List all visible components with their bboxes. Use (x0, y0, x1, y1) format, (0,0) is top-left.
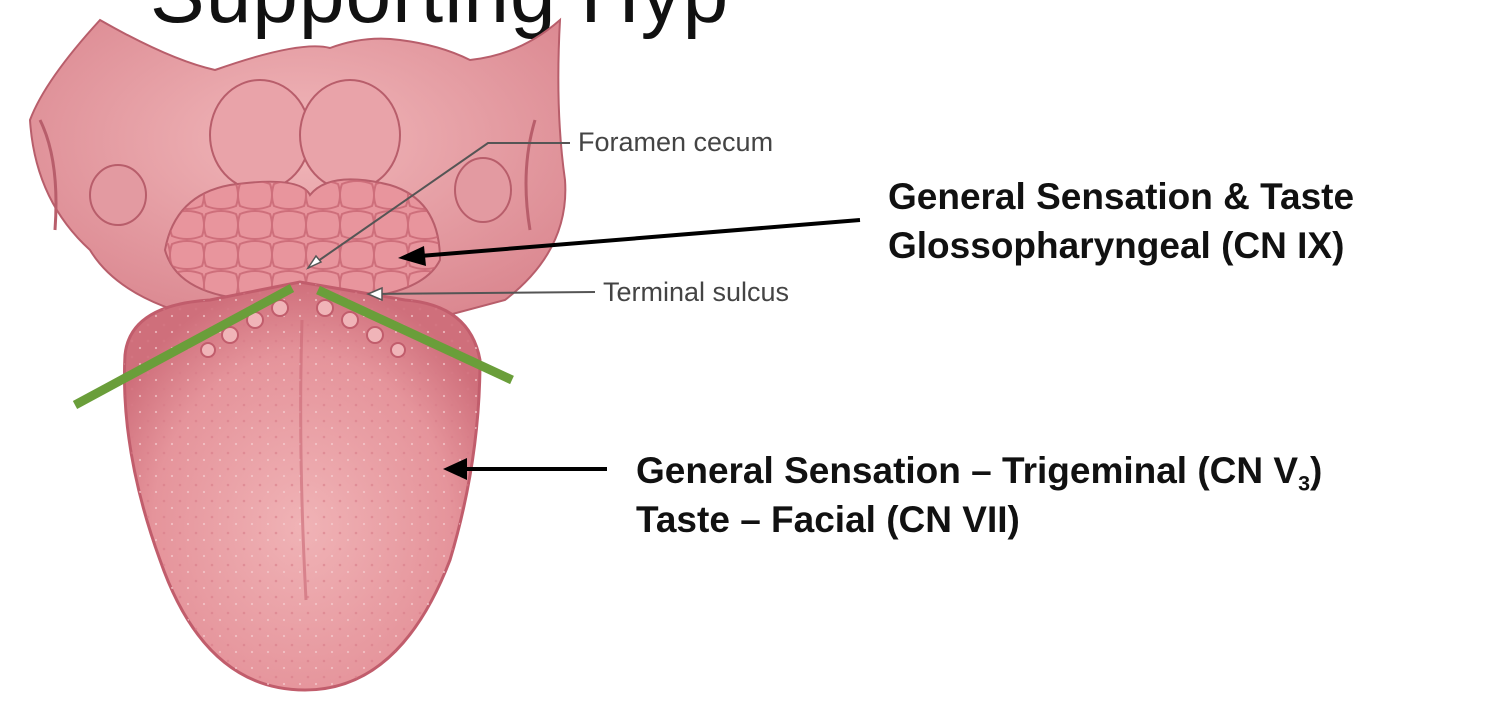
posterior-line-1: General Sensation & Taste (888, 176, 1355, 217)
anterior-line-2: Taste – Facial (CN VII) (636, 499, 1020, 540)
posterior-region-arrow (398, 218, 861, 266)
foramen-cecum-label: Foramen cecum (578, 127, 774, 157)
tongue-root (163, 178, 442, 306)
posterior-line-2: Glossopharyngeal (CN IX) (888, 225, 1345, 266)
anterior-line-1-prefix: General Sensation – Trigeminal (CN V (636, 450, 1299, 491)
anterior-region-arrow (443, 458, 607, 480)
posterior-innervation-label: General Sensation & Taste Glossopharynge… (888, 172, 1354, 270)
anterior-line-1-suffix: ) (1310, 450, 1323, 491)
anterior-line-1-subscript: 3 (1298, 471, 1311, 496)
terminal-sulcus-divider (72, 284, 514, 409)
tongue-body (122, 280, 482, 692)
callout-leaders (307, 142, 596, 295)
anterior-innervation-label: General Sensation – Trigeminal (CN V3) T… (636, 446, 1322, 544)
clipped-title: Supporting Hyp (150, 0, 729, 36)
anterior-line-1: General Sensation – Trigeminal (CN V3) (636, 446, 1322, 495)
terminal-sulcus-label: Terminal sulcus (603, 277, 790, 307)
